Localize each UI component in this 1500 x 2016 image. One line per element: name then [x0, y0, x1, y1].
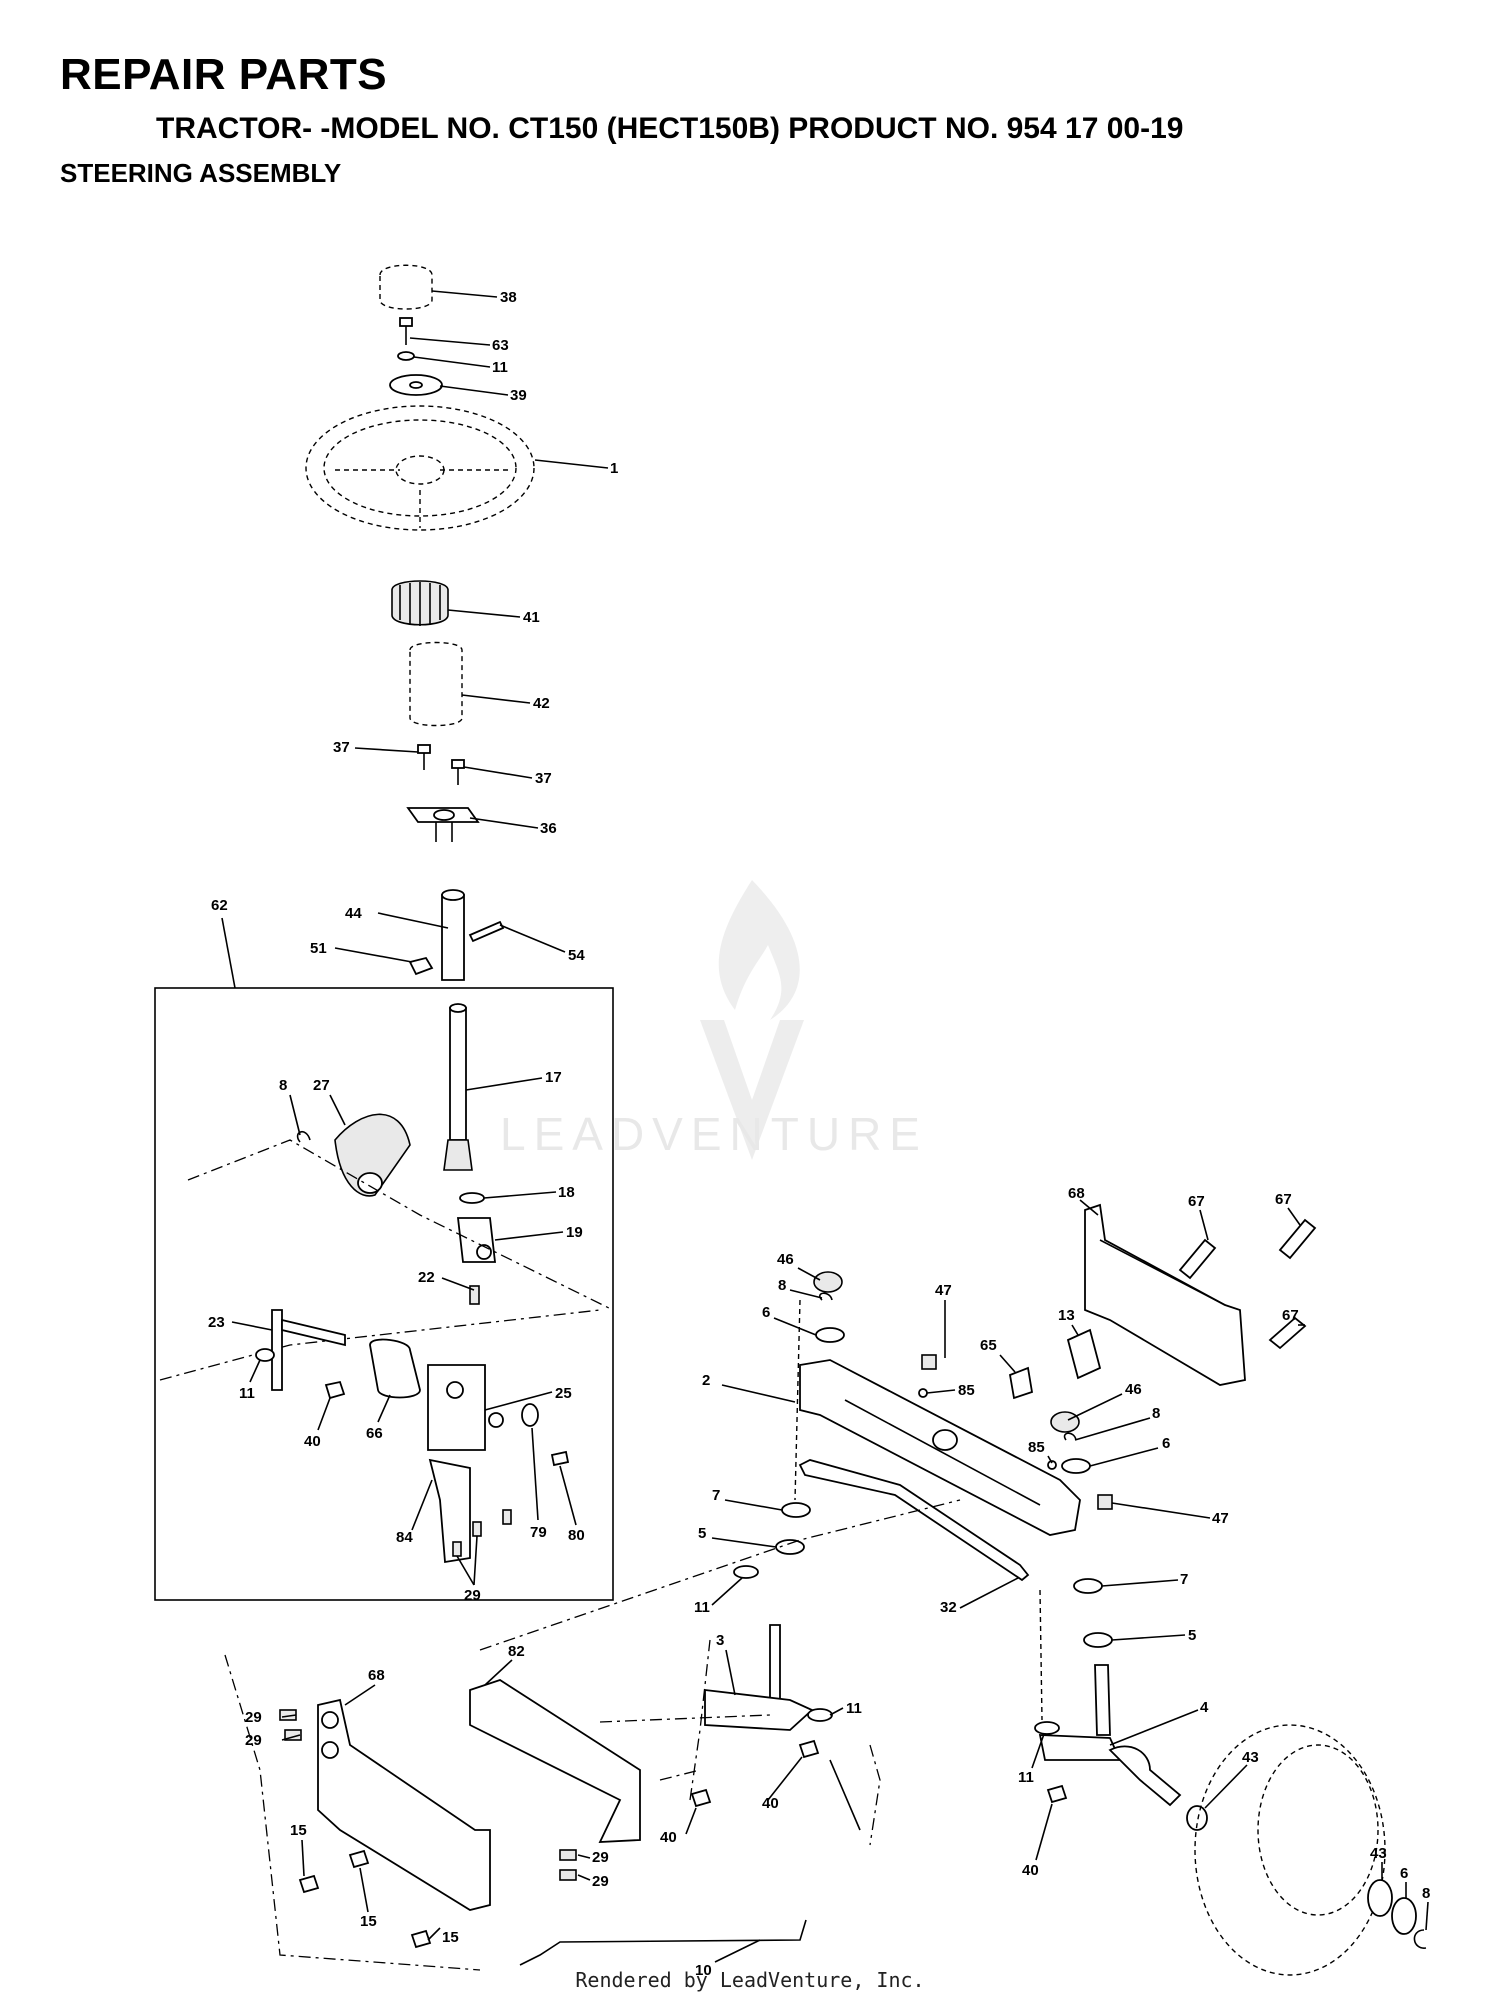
callout: 18: [558, 1184, 575, 1201]
callout: 32: [940, 1599, 957, 1616]
callout: 8: [279, 1077, 287, 1094]
gearbox-parts: [159, 1003, 614, 1564]
callout-labels: 38 63 11 39 1 41 42 37 37 36 62 44 51 54…: [208, 289, 1430, 1979]
callout: 29: [245, 1709, 262, 1726]
callout: 29: [592, 1849, 609, 1866]
callout: 82: [508, 1643, 525, 1660]
callout: 46: [777, 1251, 794, 1268]
callout: 40: [762, 1795, 779, 1812]
callout: 63: [492, 337, 509, 354]
callout: 29: [245, 1732, 262, 1749]
callout: 6: [762, 1304, 770, 1321]
callout: 7: [712, 1487, 720, 1504]
axle-parts: [224, 1203, 1427, 1976]
callout: 15: [442, 1929, 459, 1946]
watermark-text: LEADVENTURE: [500, 1108, 928, 1160]
watermark: LEADVENTURE: [500, 880, 928, 1160]
callout: 40: [660, 1829, 677, 1846]
callout: 36: [540, 820, 557, 837]
leader-lines: [221, 290, 1429, 1963]
callout: 1: [610, 460, 618, 477]
callout: 25: [555, 1385, 572, 1402]
callout: 84: [396, 1529, 413, 1546]
footer-credit: Rendered by LeadVenture, Inc.: [575, 1968, 925, 1992]
callout: 13: [1058, 1307, 1075, 1324]
callout: 11: [239, 1385, 255, 1402]
callout: 29: [592, 1873, 609, 1890]
callout: 41: [523, 609, 540, 626]
callout: 37: [535, 770, 552, 787]
callout: 80: [568, 1527, 585, 1544]
callout: 15: [290, 1822, 307, 1839]
callout: 38: [500, 289, 517, 306]
callout: 11: [694, 1599, 710, 1616]
callout: 8: [1422, 1885, 1430, 1902]
subassembly-box-62: [154, 987, 614, 1601]
callout: 85: [958, 1382, 975, 1399]
callout: 43: [1242, 1749, 1259, 1766]
callout: 42: [533, 695, 550, 712]
callout: 6: [1162, 1435, 1170, 1452]
callout: 17: [545, 1069, 562, 1086]
callout: 6: [1400, 1865, 1408, 1882]
callout: 54: [568, 947, 585, 964]
page-title: REPAIR PARTS: [60, 50, 388, 99]
callout: 46: [1125, 1381, 1142, 1398]
callout: 2: [702, 1372, 710, 1389]
callout: 27: [313, 1077, 330, 1094]
callout: 19: [566, 1224, 583, 1241]
callout: 8: [1152, 1405, 1160, 1422]
callout: 11: [1018, 1769, 1034, 1786]
callout: 8: [778, 1277, 786, 1294]
callout: 23: [208, 1314, 225, 1331]
steering-column-parts: [305, 264, 535, 981]
callout: 65: [980, 1337, 997, 1354]
callout: 44: [345, 905, 362, 922]
callout: 68: [368, 1667, 385, 1684]
callout: 67: [1188, 1193, 1205, 1210]
callout: 29: [464, 1587, 481, 1604]
callout: 67: [1275, 1191, 1292, 1208]
callout: 37: [333, 739, 350, 756]
callout: 40: [1022, 1862, 1039, 1879]
callout: 68: [1068, 1185, 1085, 1202]
callout: 15: [360, 1913, 377, 1930]
callout: 47: [935, 1282, 952, 1299]
callout: 47: [1212, 1510, 1229, 1527]
callout: 43: [1370, 1845, 1387, 1862]
callout: 67: [1282, 1307, 1299, 1324]
callout: 85: [1028, 1439, 1045, 1456]
callout: 22: [418, 1269, 435, 1286]
callout: 5: [698, 1525, 706, 1542]
callout: 79: [530, 1524, 547, 1541]
callout: 5: [1188, 1627, 1196, 1644]
callout: 11: [846, 1700, 862, 1717]
callout: 40: [304, 1433, 321, 1450]
callout: 66: [366, 1425, 383, 1442]
callout: 4: [1200, 1699, 1209, 1716]
section-title: STEERING ASSEMBLY: [60, 158, 342, 188]
callout: 7: [1180, 1571, 1188, 1588]
callout: 10: [695, 1962, 712, 1979]
model-line: TRACTOR- -MODEL NO. CT150 (HECT150B) PRO…: [156, 112, 1184, 145]
callout: 11: [492, 359, 508, 376]
callout: 51: [310, 940, 327, 957]
callout: 39: [510, 387, 527, 404]
callout: 62: [211, 897, 228, 914]
callout: 3: [716, 1632, 724, 1649]
